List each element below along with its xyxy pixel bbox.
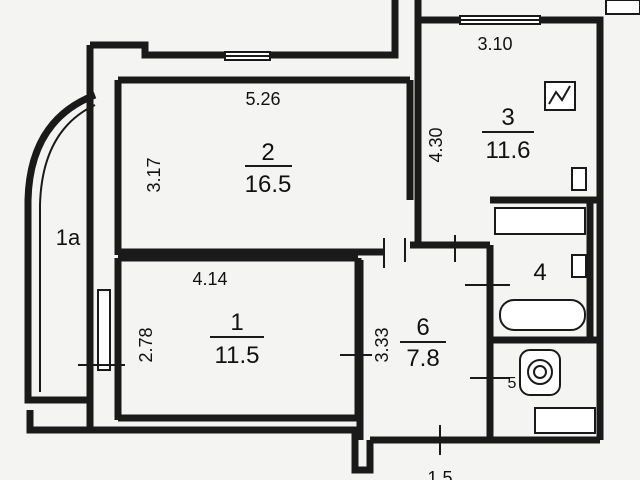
room-1-area: 11.5 <box>215 342 260 369</box>
dim-stair-partial: 1.5 <box>427 468 452 480</box>
room-2-number: 2 <box>261 139 274 166</box>
dim-room3-width: 3.10 <box>477 34 512 54</box>
door-markers <box>78 235 510 455</box>
bathtub <box>494 207 586 331</box>
room-4-number: 4 <box>533 259 546 286</box>
interior-walls <box>114 20 600 440</box>
dim-room2-width: 5.26 <box>245 89 280 109</box>
room-6-number: 6 <box>416 314 429 341</box>
dim-room1-width: 4.14 <box>192 269 227 289</box>
room-5-number: 5 <box>508 375 517 392</box>
room-3-number: 3 <box>501 104 514 131</box>
loggia <box>24 91 97 404</box>
dim-room2-depth: 3.17 <box>144 157 164 192</box>
room-1a-number: 1a <box>56 225 81 250</box>
room-6-area: 7.8 <box>406 345 439 372</box>
room-3-area: 11.6 <box>486 137 531 164</box>
dim-room3-depth: 4.30 <box>426 127 446 162</box>
windows <box>97 0 640 371</box>
stove-icon <box>544 81 576 111</box>
room-1-number: 1 <box>230 309 243 336</box>
dim-room1-depth: 2.78 <box>136 327 156 362</box>
dim-room6-depth: 3.33 <box>372 327 392 362</box>
vent-icons <box>571 167 587 278</box>
room-2-area: 16.5 <box>245 171 292 198</box>
toilet-icon <box>519 349 596 434</box>
